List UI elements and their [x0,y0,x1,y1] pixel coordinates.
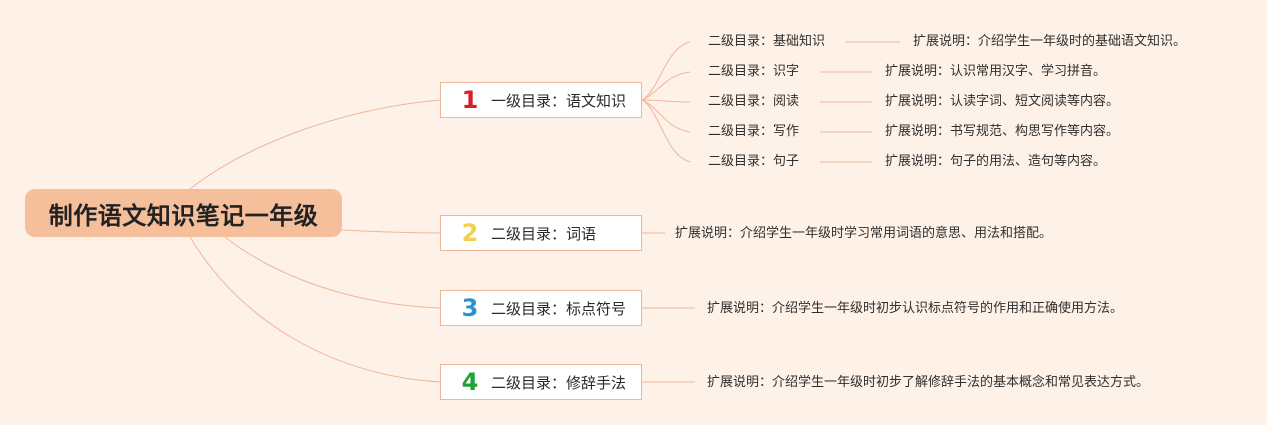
child-note-5: 扩展说明：句子的用法、造句等内容。 [885,154,1107,169]
child-label-3[interactable]: 二级目录：阅读 [708,94,800,109]
connector-root-branch-3 [224,236,441,309]
child-label-1[interactable]: 二级目录：基础知识 [708,34,826,49]
root-node[interactable]: 制作语文知识笔记一年级 [25,189,342,237]
branch-note-3: 扩展说明：介绍学生一年级时初步认识标点符号的作用和正确使用方法。 [707,301,1124,316]
child-label-5[interactable]: 二级目录：句子 [708,154,800,169]
branch-label: 二级目录：词语 [491,224,597,243]
child-note-2: 扩展说明：认识常用汉字、学习拼音。 [885,64,1107,79]
connector-root-branch-2 [341,229,441,234]
child-label-2[interactable]: 二级目录：识字 [708,64,800,79]
branch-note-4: 扩展说明：介绍学生一年级时初步了解修辞手法的基本概念和常见表达方式。 [707,375,1150,390]
branch-node-2[interactable]: 2 二级目录：词语 [440,215,642,251]
number-4-icon: 4 [461,368,479,396]
number-3-icon: 3 [461,294,479,322]
connector-root-branch-4 [189,236,441,383]
child-note-1: 扩展说明：介绍学生一年级时的基础语文知识。 [913,34,1187,49]
child-note-4: 扩展说明：书写规范、构思写作等内容。 [885,124,1120,139]
connector-b1-child-5 [641,99,691,163]
branch-note-2: 扩展说明：介绍学生一年级时学习常用词语的意思、用法和搭配。 [675,226,1053,241]
connector-b1-child-4 [641,99,691,133]
child-note-3: 扩展说明：认读字词、短文阅读等内容。 [885,94,1120,109]
branch-node-4[interactable]: 4 二级目录：修辞手法 [440,364,642,400]
number-1-icon: 1 [461,86,479,114]
branch-label: 一级目录：语文知识 [491,91,627,110]
connector-b1-child-3 [641,99,691,103]
connector-b1-child-2 [641,71,691,101]
branch-label: 二级目录：标点符号 [491,299,627,318]
branch-node-3[interactable]: 3 二级目录：标点符号 [440,290,642,326]
branch-node-1[interactable]: 1 一级目录：语文知识 [440,82,642,118]
connector-b1-child-1 [641,41,691,101]
connector-root-branch-1 [189,99,441,190]
branch-label: 二级目录：修辞手法 [491,373,627,392]
number-2-icon: 2 [461,219,479,247]
child-label-4[interactable]: 二级目录：写作 [708,124,800,139]
root-title: 制作语文知识笔记一年级 [48,201,319,230]
